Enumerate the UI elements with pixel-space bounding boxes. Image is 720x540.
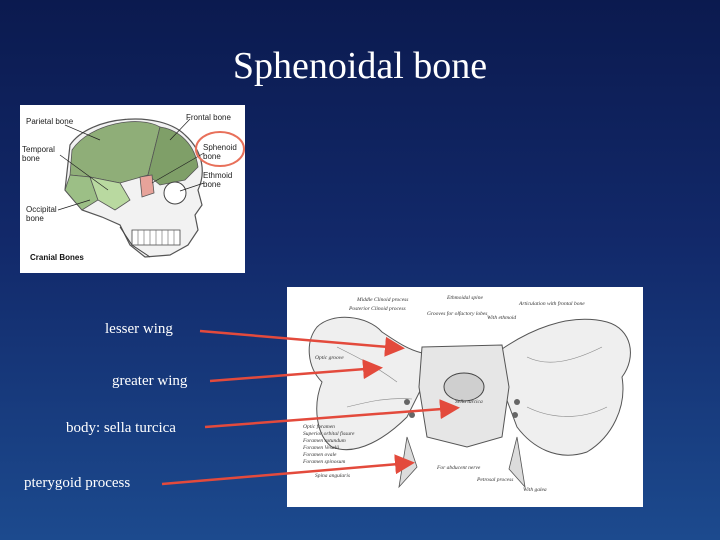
pterygoid-process-arrow [162, 463, 410, 484]
sella-turcica-arrow [205, 408, 455, 427]
lesser-wing-arrow [200, 331, 400, 348]
greater-wing-arrow [210, 368, 378, 381]
